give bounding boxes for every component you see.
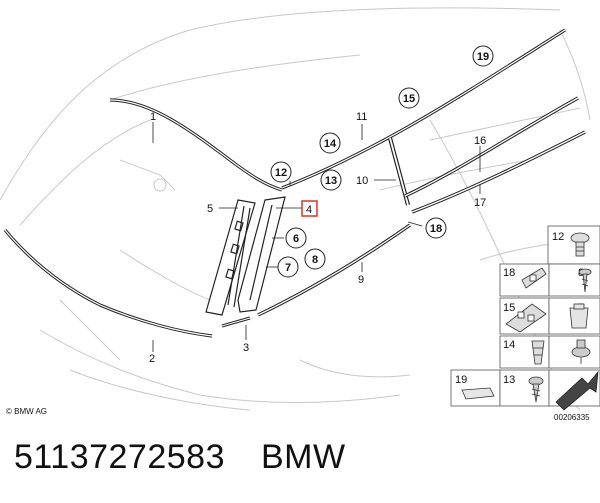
screw-13-icon	[528, 376, 544, 403]
legend-label-14: 14	[503, 339, 515, 351]
clip-12-icon	[570, 232, 590, 257]
callout-5: 5	[207, 203, 213, 215]
grommet-7-icon	[569, 303, 589, 329]
drawing-id: 00206335	[554, 413, 590, 422]
callout-18: 18	[430, 223, 442, 235]
a-pillar-part-5	[205, 199, 256, 316]
callout-6: 6	[293, 233, 299, 245]
brand-name: BMW	[260, 438, 346, 476]
caption: 51137272583 BMW	[14, 438, 346, 477]
callout-14: 14	[324, 138, 337, 150]
callout-9: 9	[358, 274, 364, 286]
callout-17: 17	[474, 197, 486, 209]
circled-callouts	[270, 45, 494, 278]
parts-diagram: 1 2 3 5 9 10 11 16 17 4 6 7 8 12 13 14 1…	[0, 7, 600, 422]
callout-4: 4	[306, 204, 312, 216]
screw-8-icon	[578, 268, 592, 293]
pad-19-icon	[461, 387, 495, 400]
callout-1: 1	[150, 111, 156, 123]
callout-8: 8	[312, 254, 318, 266]
legend-label-18: 18	[503, 267, 515, 279]
nut-6-icon	[571, 339, 591, 364]
callout-2: 2	[149, 353, 155, 365]
callout-4-highlight-box	[301, 200, 318, 217]
callout-13: 13	[325, 175, 337, 187]
callout-3: 3	[243, 342, 249, 354]
roof-trim-part-1	[109, 98, 283, 192]
clip-18-icon	[521, 267, 547, 289]
callout-10: 10	[356, 175, 368, 187]
lower-trim-part-2	[3, 228, 213, 338]
legend-label-13: 13	[503, 374, 515, 386]
legend-label-12: 12	[552, 231, 564, 243]
copyright-text: © BMW AG	[6, 407, 47, 416]
callout-15: 15	[403, 93, 415, 105]
callout-12: 12	[275, 167, 287, 179]
legend-label-19: 19	[455, 374, 467, 386]
clip-15-icon	[505, 303, 547, 333]
direction-arrow-icon	[555, 370, 599, 411]
callout-16: 16	[474, 135, 486, 147]
clip-14-icon	[531, 340, 545, 365]
trim-panel-part-4	[237, 196, 286, 313]
leader-lines	[152, 122, 481, 352]
callout-11: 11	[356, 111, 367, 123]
callout-7: 7	[285, 262, 291, 274]
legend-label-15: 15	[503, 302, 515, 314]
part-number: 51137272583	[14, 438, 225, 476]
callout-19: 19	[477, 51, 489, 63]
